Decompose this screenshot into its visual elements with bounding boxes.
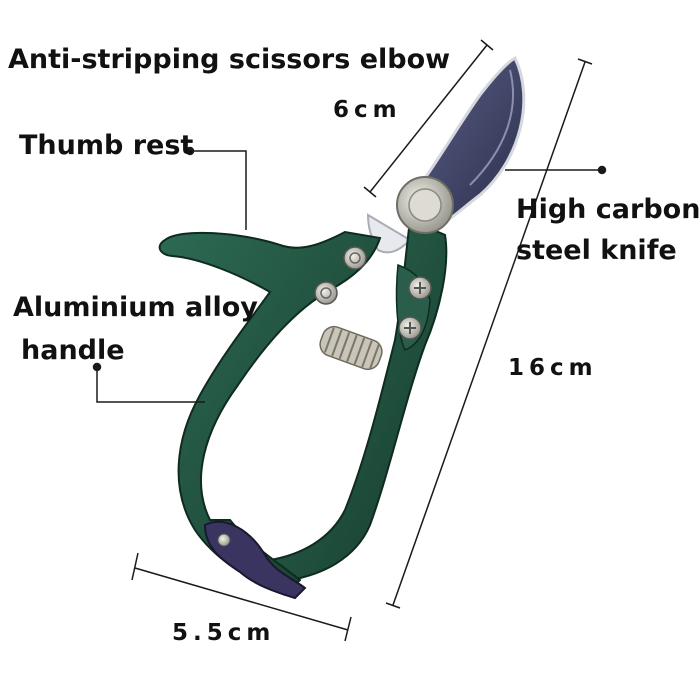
screws: [314, 246, 432, 340]
handle-width-label: 5.5cm: [172, 620, 276, 646]
thumb-rest-label: Thumb rest: [19, 130, 194, 161]
handle-leader: [96, 367, 205, 403]
callout-lines: [92, 146, 607, 403]
blade-length-label: 6cm: [333, 97, 402, 123]
total-length-dimension-line: [392, 61, 586, 606]
dimension-lines: [131, 39, 593, 642]
handle-label-line1: Aluminium alloy: [13, 292, 258, 323]
blade-label-line1: High carbon: [516, 194, 700, 225]
pivot-bolt: [396, 176, 454, 234]
handle-label-line2: handle: [21, 335, 125, 366]
spring: [319, 325, 383, 371]
handle-width-dimension-line: [134, 567, 349, 631]
blade-dimension-line: [369, 44, 488, 193]
total-length-label: 16cm: [508, 355, 598, 381]
blade-label-line2: steel knife: [516, 235, 677, 266]
thumb-rest-leader: [190, 150, 247, 230]
lock-latch: [203, 520, 307, 600]
title-label: Anti-stripping scissors elbow: [8, 44, 451, 75]
